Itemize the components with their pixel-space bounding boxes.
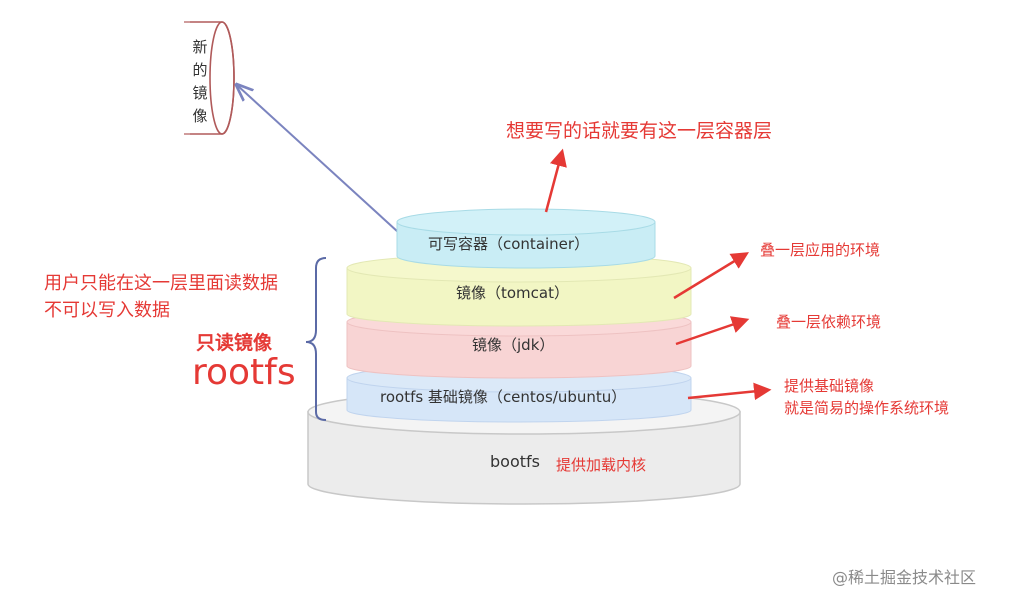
writable-arrow	[544, 148, 567, 213]
tomcat-annotation: 叠一层应用的环境	[760, 241, 881, 259]
base-arrow	[687, 382, 772, 401]
jdk-arrow	[675, 316, 750, 346]
jdk-annotation: 叠一层依赖环境	[776, 313, 882, 331]
commit-arrow	[238, 86, 399, 233]
jdk-layer-label: 镜像（jdk）	[472, 336, 555, 354]
container-layer	[396, 208, 656, 269]
bootfs-annotation: 提供加载内核	[556, 456, 647, 474]
rootfs-label: rootfs	[192, 352, 296, 393]
writable-note: 想要写的话就要有这一层容器层	[506, 120, 773, 142]
tomcat-layer-label: 镜像（tomcat）	[456, 284, 569, 302]
watermark: @稀土掘金技术社区	[832, 568, 977, 587]
base-annotation-line2: 就是简易的操作系统环境	[784, 399, 950, 417]
new-image-label: 新 的 镜 像	[192, 38, 208, 125]
read-only-bracket	[305, 257, 327, 421]
base-annotation-line1: 提供基础镜像	[784, 377, 875, 395]
read-only-note-line2: 不可以写入数据	[44, 300, 170, 321]
base-layer-label: rootfs 基础镜像（centos/ubuntu）	[380, 388, 627, 406]
read-only-note-line1: 用户只能在这一层里面读数据	[44, 273, 278, 294]
bootfs-layer-label: bootfs	[490, 452, 540, 471]
container-layer-label: 可写容器（container）	[428, 235, 590, 253]
new-image-cylinder	[184, 21, 235, 135]
tomcat-arrow	[673, 252, 749, 300]
read-only-image-label: 只读镜像	[196, 332, 273, 354]
